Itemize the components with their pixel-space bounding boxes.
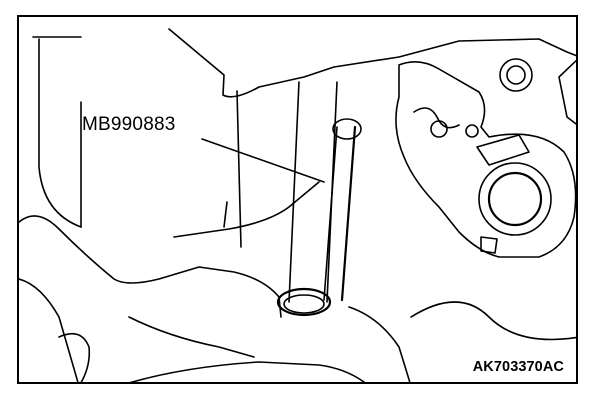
lower-left-boss [58, 332, 91, 382]
tool-shaft-top [332, 118, 362, 140]
bottom-curve [129, 361, 366, 382]
right-lower-edge [410, 301, 576, 341]
tool-shaft-edge [340, 125, 357, 302]
small-hole-2 [465, 124, 479, 138]
shaft-seat [478, 162, 552, 236]
bolt-hole-top [499, 58, 533, 92]
shaft-seat-inner [487, 171, 543, 227]
spring-clip [413, 107, 460, 129]
rib-line-1 [173, 181, 320, 238]
bore-inner [283, 294, 325, 314]
upper-cover-outline [168, 28, 576, 98]
callout-leader-line [201, 138, 325, 183]
bracket-outline [395, 61, 576, 258]
tab [480, 236, 498, 254]
lower-casting-outline [19, 215, 282, 318]
figure-frame [17, 15, 578, 384]
lower-casting-edge [19, 278, 79, 382]
bolt-hole-top-inner [506, 65, 526, 85]
tool-callout-label: MB990883 [82, 114, 176, 135]
rib-line-2 [223, 201, 228, 228]
lower-rib [128, 316, 255, 358]
tool-shaft-edge-2 [323, 126, 338, 301]
right-frame-edge [558, 59, 576, 125]
bore-opening [276, 287, 332, 317]
lower-rib-2 [348, 306, 411, 382]
engine-line-drawing [19, 28, 576, 382]
left-housing-line [38, 38, 82, 228]
small-hole-1 [430, 120, 448, 138]
tool-shaft-left [288, 81, 300, 303]
figure-id-label: AK703370AC [472, 358, 564, 375]
lever-arm [476, 134, 530, 166]
vertical-housing-line [236, 90, 242, 248]
